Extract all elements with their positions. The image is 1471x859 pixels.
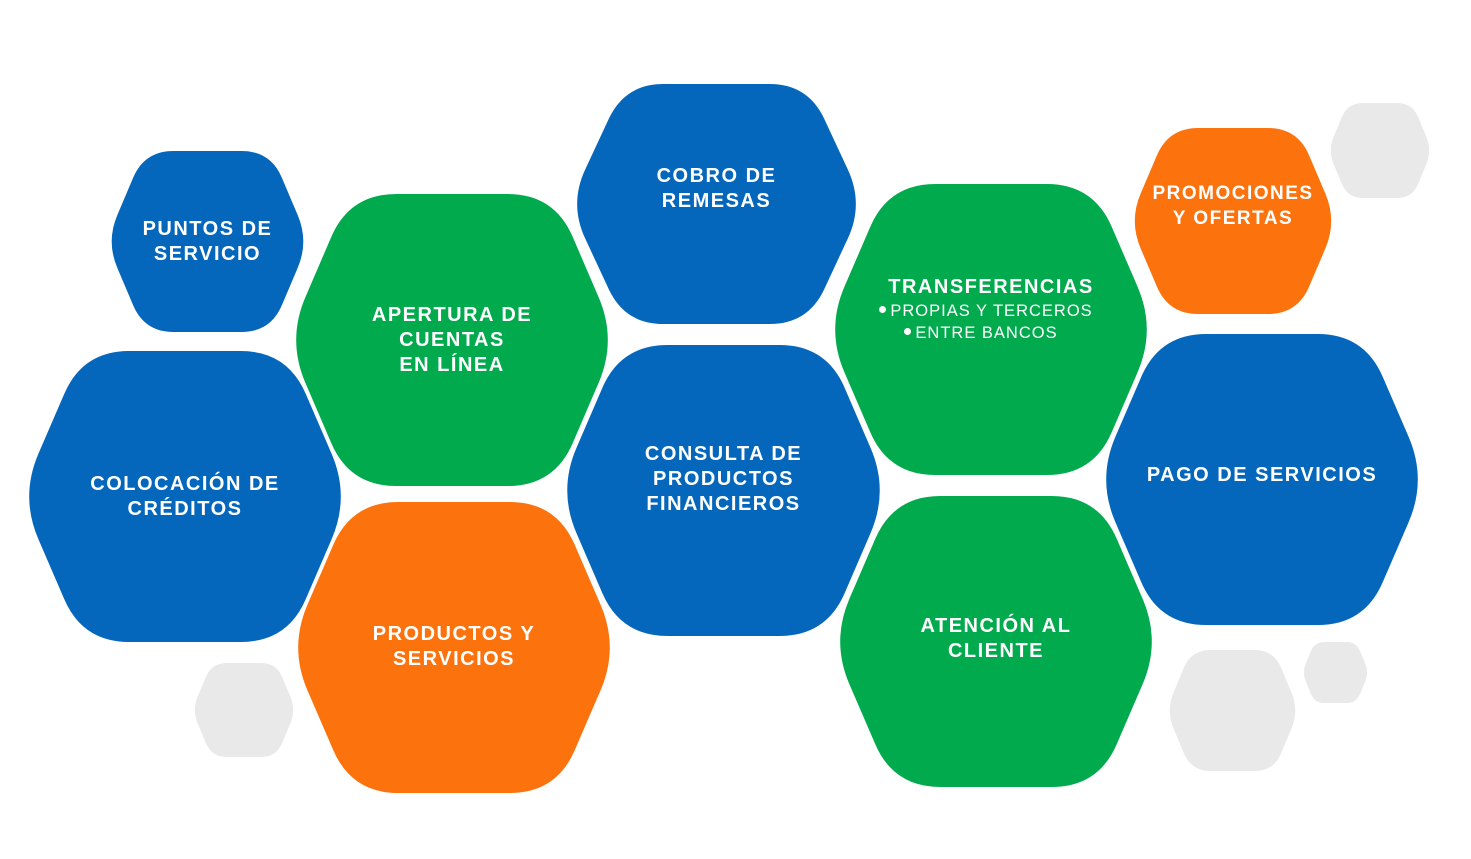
hex-label: TRANSFERENCIAS <box>888 276 1094 298</box>
hex-label: ATENCIÓN AL CLIENTE <box>920 615 1072 662</box>
bullet-icon <box>904 328 912 336</box>
hex-productos-y-servicios[interactable]: PRODUCTOS Y SERVICIOS <box>289 502 619 793</box>
hex-promociones-y-ofertas[interactable]: PROMOCIONES Y OFERTAS <box>1129 128 1337 314</box>
hex-label: APERTURA DE CUENTAS EN LÍNEA <box>371 303 533 376</box>
decorative-hexagon <box>192 663 296 757</box>
decorative-hexagon <box>1166 650 1299 771</box>
hex-label: PUNTOS DE SERVICIO <box>142 217 273 265</box>
hex-transferencias[interactable]: TRANSFERENCIAS PROPIAS Y TERCEROS ENTRE … <box>826 184 1156 475</box>
hex-cobro-de-remesas[interactable]: COBRO DE REMESAS <box>569 84 864 324</box>
hex-label: PROMOCIONES Y OFERTAS <box>1152 183 1314 229</box>
hex-puntos-de-servicio[interactable]: PUNTOS DE SERVICIO <box>106 151 309 332</box>
hex-label: CONSULTA DE PRODUCTOS FINANCIEROS <box>644 443 803 515</box>
hex-consulta-de-productos[interactable]: CONSULTA DE PRODUCTOS FINANCIEROS <box>558 345 889 636</box>
decorative-hexagon <box>1328 103 1432 198</box>
hex-atencion-al-cliente[interactable]: ATENCIÓN AL CLIENTE <box>831 496 1161 787</box>
hex-colocacion-de-creditos[interactable]: COLOCACIÓN DE CRÉDITOS <box>20 351 350 642</box>
bullet-icon <box>879 306 887 314</box>
decorative-hexagon <box>1302 642 1369 703</box>
bullet-item: PROPIAS Y TERCEROS <box>879 300 1092 322</box>
hex-label: PAGO DE SERVICIOS <box>1146 464 1378 486</box>
hex-pago-de-servicios[interactable]: PAGO DE SERVICIOS <box>1097 334 1427 625</box>
hex-label: COLOCACIÓN DE CRÉDITOS <box>90 472 280 520</box>
hex-label: COBRO DE REMESAS <box>656 165 777 212</box>
hex-label: PRODUCTOS Y SERVICIOS <box>372 622 536 670</box>
bullet-item: ENTRE BANCOS <box>904 322 1057 344</box>
hex-apertura-de-cuentas[interactable]: APERTURA DE CUENTAS EN LÍNEA <box>287 194 617 486</box>
